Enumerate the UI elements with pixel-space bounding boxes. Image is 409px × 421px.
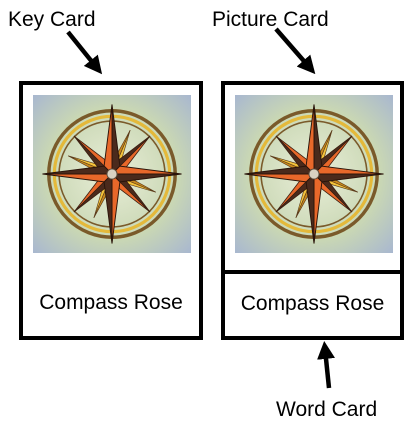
- picture-card: [221, 81, 404, 274]
- word-card-arrow-icon: [317, 340, 335, 389]
- word-card: Compass Rose: [221, 270, 404, 340]
- key-card-arrow-icon: [66, 30, 103, 75]
- key-card-label: Key Card: [8, 8, 96, 31]
- compass-rose-icon: [33, 95, 191, 253]
- word-card-word: Compass Rose: [240, 292, 385, 315]
- key-card: Compass Rose: [19, 81, 203, 340]
- compass-rose-icon: [235, 95, 393, 253]
- key-card-word: Compass Rose: [39, 291, 183, 314]
- picture-card-arrow-icon: [274, 27, 316, 75]
- picture-card-label: Picture Card: [212, 8, 329, 31]
- word-card-label: Word Card: [276, 398, 378, 421]
